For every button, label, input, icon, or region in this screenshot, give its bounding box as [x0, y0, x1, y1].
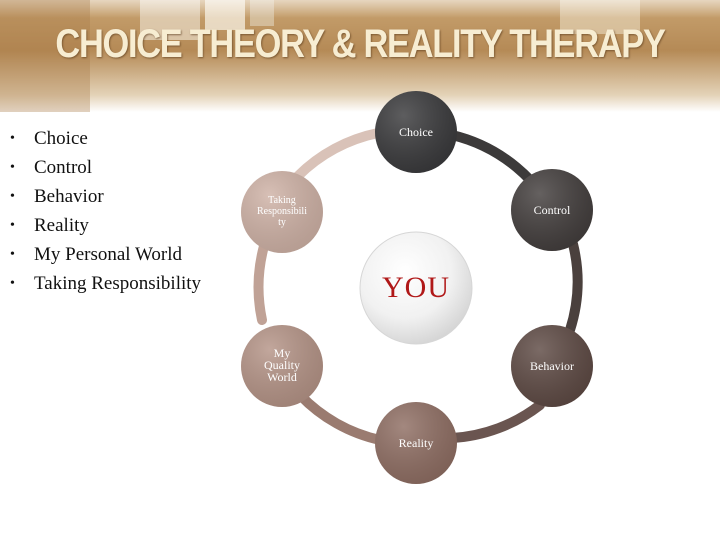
slide-title: CHOICE THEORY & REALITY THERAPY [55, 22, 666, 66]
cycle-arc [447, 400, 545, 443]
list-item: • Reality [10, 211, 201, 240]
list-item-label: Control [34, 157, 93, 178]
node-shade [241, 325, 323, 407]
bullet-icon: • [10, 131, 15, 146]
node-shade [511, 325, 593, 407]
bullet-icon: • [10, 276, 15, 291]
list-item: • Behavior [10, 182, 201, 211]
topic-list: • Choice • Control • Behavior • Reality • My … [10, 124, 201, 298]
node-label-reality: Reality [398, 436, 434, 450]
node-shade [375, 402, 457, 484]
node-label-quality-world: My Quality World [242, 347, 322, 383]
center-label: YOU [382, 271, 450, 304]
list-item: • Taking Responsibility [10, 269, 201, 298]
node-shade [375, 91, 457, 173]
header-background [0, 0, 720, 112]
bullet-icon: • [10, 189, 15, 204]
node-label-line: Responsibili [256, 206, 307, 217]
cycle-arc [295, 390, 385, 445]
node-shade [511, 169, 593, 251]
node-label-line: My [273, 346, 291, 360]
bullet-icon: • [10, 160, 15, 175]
cycle-arc [565, 239, 583, 335]
list-item-label: Choice [34, 128, 88, 149]
list-item-label: Reality [34, 215, 89, 236]
bullet-icon: • [10, 247, 15, 262]
bullet-icon: • [10, 218, 15, 233]
cycle-arc [253, 241, 269, 325]
node-label-line: Taking [268, 195, 296, 206]
list-item: • Choice [10, 124, 201, 153]
node-label-line: World [267, 370, 297, 384]
node-label-choice: Choice [399, 125, 433, 139]
node-label-behavior: Behavior [530, 359, 574, 373]
node-label-line: ty [278, 217, 286, 228]
node-shade [241, 171, 323, 253]
list-item-label: Taking Responsibility [34, 273, 202, 294]
center-circle [359, 231, 473, 345]
list-item: • Control [10, 153, 201, 182]
cycle-arc [293, 128, 383, 181]
node-label-control: Control [533, 203, 571, 217]
list-item-label: Behavior [34, 186, 104, 207]
list-item: • My Personal World [10, 240, 201, 269]
header-banner: CHOICE THEORY & REALITY THERAPY [0, 0, 720, 112]
list-item-label: My Personal World [34, 244, 183, 265]
node-label-line: Quality [264, 358, 300, 372]
node-label-responsibility: Taking Responsibili ty [242, 195, 322, 228]
